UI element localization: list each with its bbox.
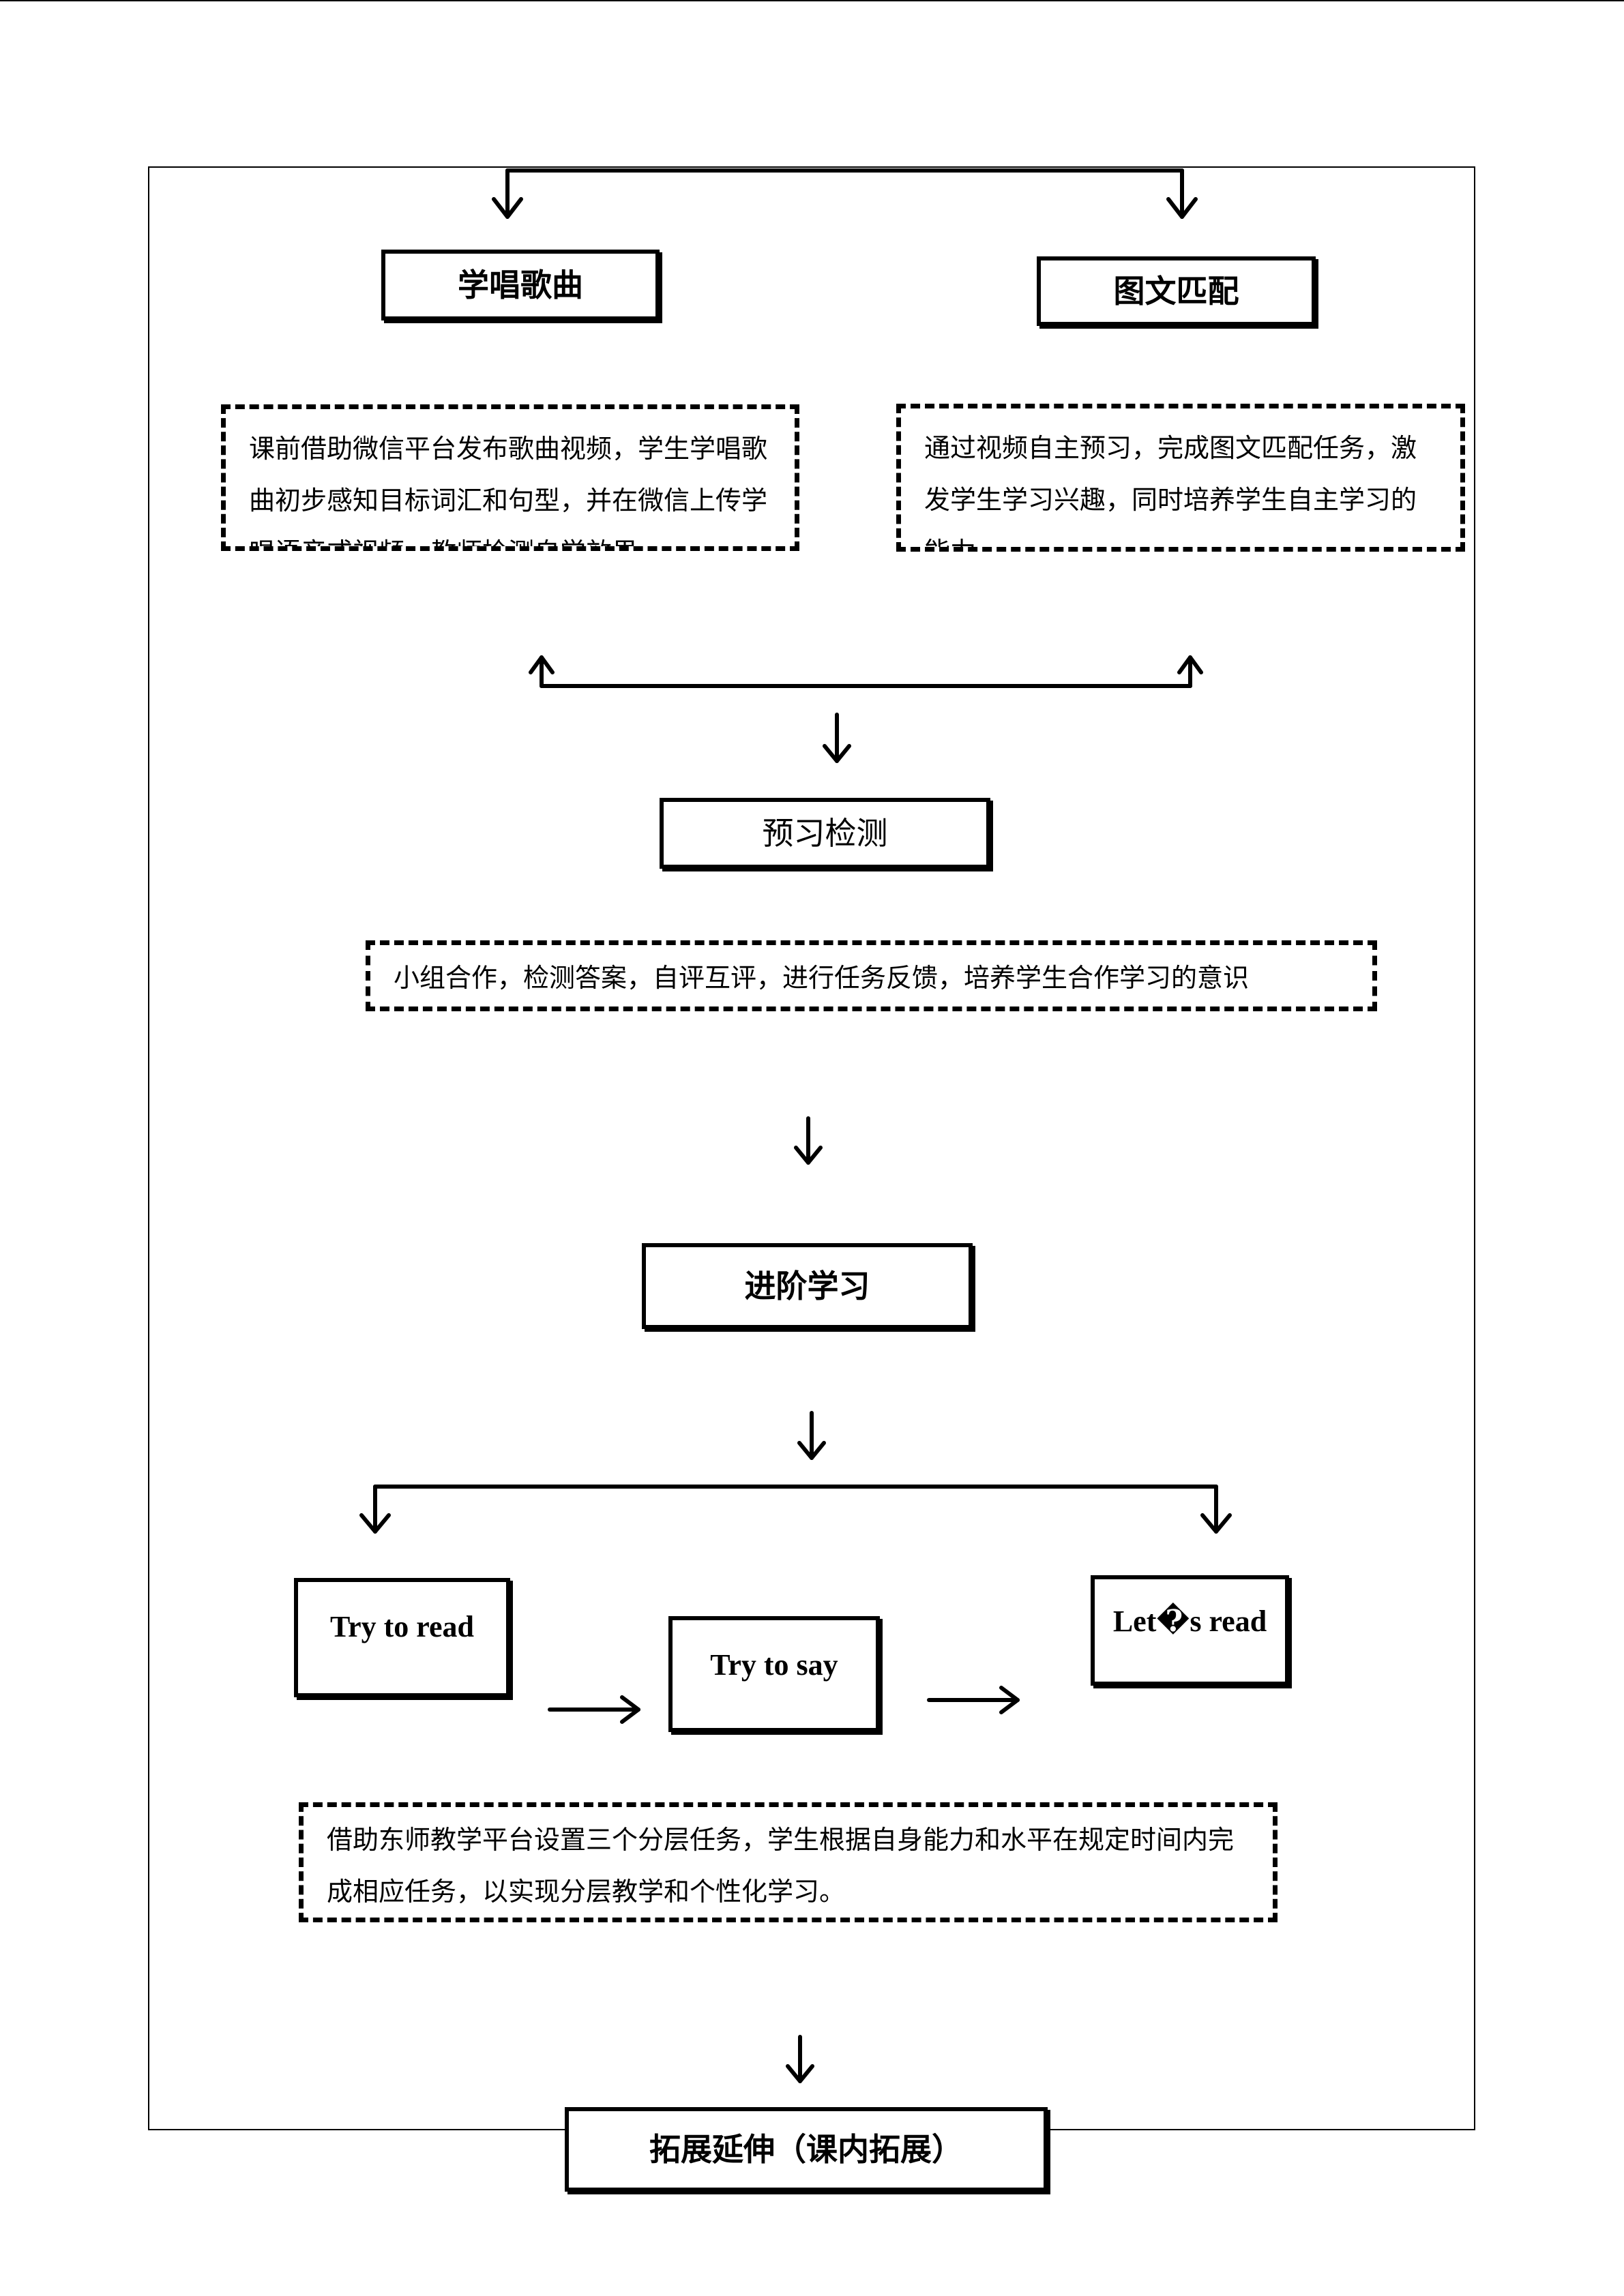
advanced-learning-label: 进阶学习 [744,1268,870,1304]
arrowhead-after-advanced [797,1441,826,1460]
sing-songs-note: 课前借助微信平台发布歌曲视频，学生学唱歌曲初步感知目标词汇和句型，并在微信上传学… [221,404,799,551]
preview-check-label: 预习检测 [762,815,888,852]
merge-right-head [1177,655,1203,674]
tiered-tasks-note: 借助东师教学平台设置三个分层任务，学生根据自身能力和水平在规定时间内完成相应任务… [299,1802,1278,1922]
picture-text-match-note-text: 通过视频自主预习，完成图文匹配任务，激发学生学习兴趣，同时培养学生自主学习的能力… [924,433,1417,552]
merge-left-head [529,655,555,674]
try-to-say-label: Try to say [710,1648,838,1682]
sing-songs-box: 学唱歌曲 [381,250,660,320]
arrowhead-sing-songs [492,197,523,219]
arrowhead-after-preview-note [794,1146,823,1165]
try-to-say-box: Try to say [668,1616,880,1732]
tiered-tasks-note-text: 借助东师教学平台设置三个分层任务，学生根据自身能力和水平在规定时间内完成相应任务… [327,1825,1235,1907]
extension-box: 拓展延伸（课内拓展） [565,2107,1048,2192]
try-to-read-label: Try to read [330,1610,474,1643]
sing-songs-label: 学唱歌曲 [458,267,583,303]
advanced-learning-box: 进阶学习 [642,1243,973,1329]
try-to-read-box: Try to read [294,1578,510,1697]
preview-check-note-text: 小组合作，检测答案，自评互评，进行任务反馈，培养学生合作学习的意识 [394,963,1250,993]
arrowhead-read-to-say [620,1695,640,1724]
sing-songs-note-text: 课前借助微信平台发布歌曲视频，学生学唱歌曲初步感知目标词汇和句型，并在微信上传学… [249,434,768,546]
arrowhead-extension [786,2064,814,2083]
lets-read-label: Let�s read [1112,1605,1267,1638]
arrowhead-picture-text [1166,197,1198,219]
extension-label: 拓展延伸（课内拓展） [649,2131,963,2168]
top-rule [0,0,1624,1]
arrowhead-lets-read [1200,1513,1232,1534]
preview-check-box: 预习检测 [660,798,990,869]
lets-read-box: Let�s read [1091,1575,1289,1686]
arrowhead-preview-check [823,744,851,763]
picture-text-match-label: 图文匹配 [1113,273,1239,310]
arrowhead-say-to-lets-read [999,1686,1020,1714]
picture-text-match-box: 图文匹配 [1037,256,1316,326]
arrowhead-try-read [359,1513,391,1534]
preview-check-note: 小组合作，检测答案，自评互评，进行任务反馈，培养学生合作学习的意识 [366,940,1377,1011]
picture-text-match-note: 通过视频自主预习，完成图文匹配任务，激发学生学习兴趣，同时培养学生自主学习的能力… [896,404,1465,552]
